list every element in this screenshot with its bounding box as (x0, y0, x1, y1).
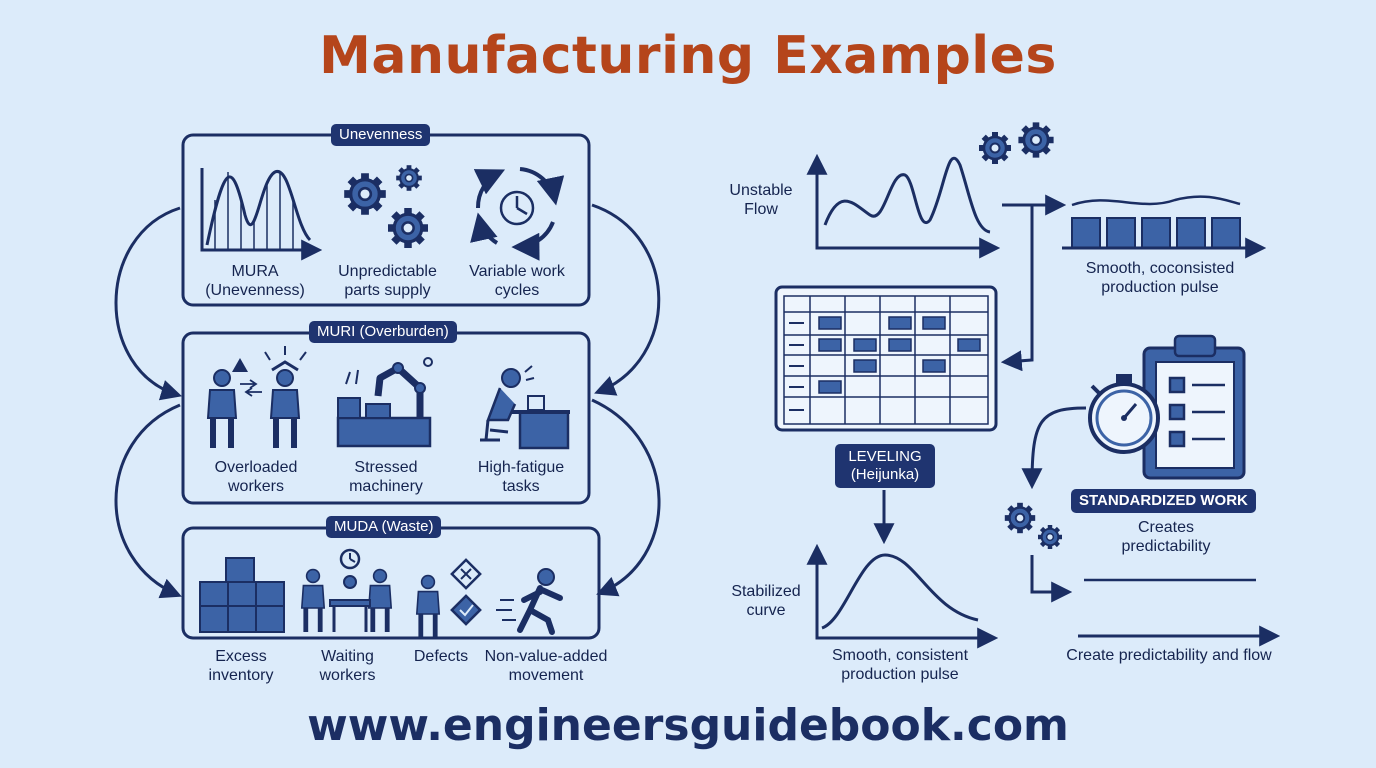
robot-arm-icon (336, 357, 433, 448)
gears-icon (344, 165, 428, 248)
tired-desk-worker-icon (480, 365, 570, 450)
stabilized-curve-chart (806, 543, 999, 649)
muda-tag: MUDA (Waste) (326, 516, 442, 538)
unstable-flow-label: Unstable Flow (729, 182, 793, 218)
standardized-work-tag: STANDARDIZED WORK (1071, 489, 1256, 513)
small-gears-icon (1005, 503, 1062, 549)
smooth-pulse-top-chart (1062, 195, 1267, 259)
top-gears-icon (979, 122, 1054, 164)
stressed-machinery-label: Stressed machinery (349, 459, 423, 495)
defects-label: Defects (413, 648, 469, 665)
wave-chart-icon (200, 168, 323, 261)
page-title: Manufacturing Examples (319, 26, 1057, 86)
smooth-pulse-bottom-label: Smooth, consistent production pulse (831, 647, 969, 683)
loop-arrow-right-top (591, 203, 661, 396)
leveling-tag: LEVELING (Heijunka) (835, 444, 935, 488)
smooth-pulse-top-label: Smooth, coconsisted production pulse (1085, 260, 1235, 296)
cycle-clock-icon (470, 167, 565, 261)
defect-icon (417, 558, 482, 638)
variable-cycles-label: Variable work cycles (469, 263, 565, 299)
stressed-workers-icon (208, 346, 307, 448)
running-person-icon (496, 568, 563, 635)
waiting-workers-label: Waiting workers (319, 648, 376, 684)
mura-label: MURA (Unevenness) (205, 263, 305, 299)
non-value-movement-label: Non-value-added movement (484, 648, 608, 684)
overloaded-workers-label: Overloaded workers (214, 459, 298, 495)
muri-tag: MURI (Overburden) (309, 321, 457, 343)
boxes-icon (199, 557, 285, 633)
loop-arrow-right-bottom (591, 398, 661, 597)
waiting-workers-icon (302, 548, 391, 632)
loop-arrow-left-bottom (114, 403, 182, 599)
mura-tag: Unevenness (331, 124, 431, 146)
heijunka-schedule-board (774, 285, 998, 432)
loop-arrow-left-top (114, 206, 183, 401)
high-fatigue-label: High-fatigue tasks (477, 459, 565, 495)
stopwatch-clipboard-icon (1088, 334, 1246, 480)
excess-inventory-label: Excess inventory (208, 648, 274, 684)
creates-predictability-label: Creates predictability (1121, 519, 1211, 555)
unpredictable-supply-label: Unpredictable parts supply (338, 263, 437, 299)
unstable-flow-chart (806, 153, 1001, 259)
create-flow-label: Create predictability and flow (1066, 647, 1272, 664)
stabilized-curve-label: Stabilized curve (731, 583, 801, 619)
footer-url: www.engineersguidebook.com (307, 700, 1069, 751)
